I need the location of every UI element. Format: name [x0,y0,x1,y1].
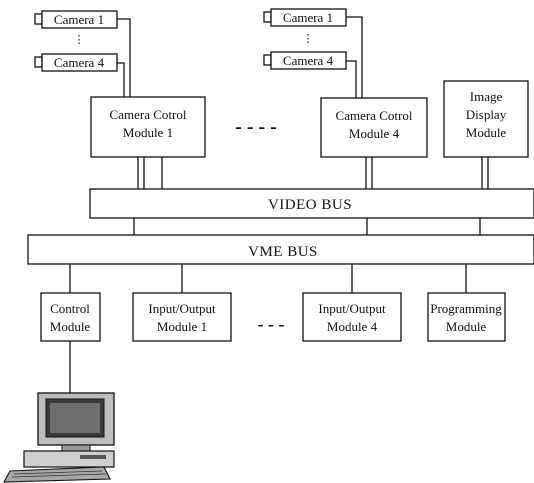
ccm1-video-link [138,157,162,189]
video-bus-label: VIDEO BUS [268,197,352,213]
io4-label-line2: Module 4 [327,319,378,334]
ccm1-label-line2: Module 1 [123,125,173,140]
prog-label-line2: Module [446,319,487,334]
camera-connector [264,12,271,22]
camera-1-left-label: Camera 1 [54,12,104,27]
ccm1-label-line1: Camera Cotrol [110,107,187,122]
control-label-line1: Control [50,301,90,316]
vme-bus-label: VME BUS [248,244,318,260]
camera-cable [346,61,356,98]
computer-icon [4,393,114,482]
ellipsis-bottom: - - - [258,314,285,334]
ccm4-video-link [366,157,372,189]
camera-connector [35,57,42,67]
camera-4-left-label: Camera 4 [54,55,105,70]
camera-connector [264,55,271,65]
camera-ellipsis-left: ⋮ [74,34,85,46]
ccm4-label-line1: Camera Cotrol [336,108,413,123]
idm-label-line2: Display [466,107,507,122]
camera-4-right-label: Camera 4 [283,53,334,68]
camera-cable [346,17,362,98]
control-label-line2: Module [50,319,91,334]
io1-label-line2: Module 1 [157,319,207,334]
camera-1-right-label: Camera 1 [283,10,333,25]
ellipsis-top: - - - - [235,116,277,138]
idm-video-link [482,157,488,189]
camera-connector [35,14,42,24]
idm-label-line3: Module [466,125,507,140]
ccm4-label-line2: Module 4 [349,126,400,141]
io1-label-line1: Input/Output [148,301,216,316]
camera-ellipsis-right: ⋮ [303,33,314,45]
camera-cable [117,63,124,97]
prog-label-line1: Programming [430,301,502,316]
io4-label-line1: Input/Output [318,301,386,316]
idm-label-line1: Image [470,89,503,104]
